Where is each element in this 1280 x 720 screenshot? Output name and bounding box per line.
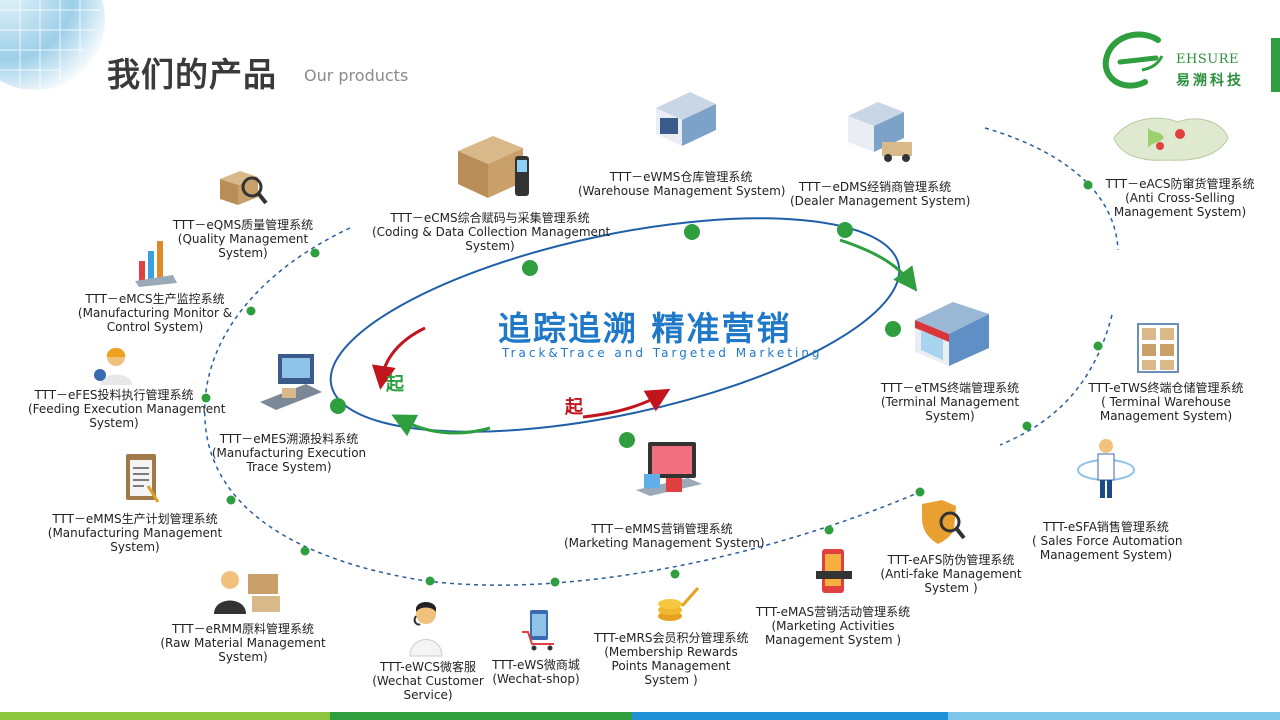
laptop-gift-icon (636, 442, 702, 496)
green-arrow-bottom (391, 414, 491, 437)
logo-chinese-name: 易溯科技 (1176, 73, 1244, 89)
bar-chart-monitor-icon (135, 241, 177, 287)
label-efes: TTT－eFES投料执行管理系统(Feeding Execution Manag… (28, 388, 226, 430)
logo-name: EHSURE (1176, 52, 1239, 67)
ehsure-logo-icon (1102, 31, 1164, 89)
operator-icon (94, 348, 132, 385)
sales-person-icon (1077, 439, 1135, 498)
page-subtitle: Our products (304, 66, 409, 85)
start-label-red: 起 (565, 397, 583, 418)
start-label-green: 起 (386, 374, 404, 395)
store-icon (915, 302, 989, 366)
center-title: 追踪追溯 精准营销 (498, 309, 792, 348)
shelf-boxes-icon (1137, 323, 1179, 373)
node-emas (824, 525, 834, 535)
red-arrow-left (371, 326, 426, 390)
node-emms-plan (226, 495, 236, 505)
label-emms-plan: TTT－eMMS生产计划管理系统(Manufacturing Managemen… (47, 512, 223, 554)
gold-coins-icon (658, 587, 700, 621)
red-arrow-right (582, 388, 671, 419)
bottom-bar-blue (632, 712, 948, 720)
node-eafs (915, 487, 925, 497)
right-dashed-arc-mid (999, 314, 1113, 446)
outer-dashed-arc (204, 227, 921, 586)
node-esfa (1022, 421, 1032, 431)
node-eacs (1083, 180, 1093, 190)
node-emrs (670, 569, 680, 579)
right-edge-bar (1271, 38, 1280, 92)
node-ecms (522, 260, 538, 276)
box-magnifier-icon (220, 171, 268, 205)
node-emcs (246, 306, 256, 316)
label-ewms: TTT－eWMS仓库管理系统(Warehouse Management Syst… (578, 170, 786, 198)
dealer-warehouse-icon (848, 102, 912, 162)
label-emms-mkt: TTT－eMMS营销管理系统(Marketing Management Syst… (564, 522, 765, 550)
node-etws (1093, 341, 1103, 351)
page-title: 我们的产品 (107, 55, 277, 94)
node-ewms (684, 224, 700, 240)
anti-fake-shield-icon (922, 500, 966, 544)
right-dashed-arc-top (984, 127, 1119, 251)
node-eqms (310, 248, 320, 258)
label-emcs: TTT－eMCS生产监控系统(Manufacturing Monitor &Co… (77, 292, 233, 334)
node-ermm (300, 546, 310, 556)
shopping-cart-icon (522, 610, 554, 651)
clipboard-icon (126, 454, 160, 503)
customer-service-icon (409, 602, 443, 657)
bottom-bar-light-green (0, 712, 330, 720)
production-line-icon (260, 354, 322, 410)
box-scanner-icon (458, 136, 529, 198)
node-ews (550, 577, 560, 587)
label-ecms: TTT－eCMS综合赋码与采集管理系统(Coding & Data Collec… (372, 211, 611, 253)
node-efes (201, 393, 211, 403)
label-ews: TTT-eWS微商城(Wechat-shop) (492, 658, 580, 686)
node-emms-mkt (619, 432, 635, 448)
green-arrow-top (839, 238, 918, 292)
center-subtitle: Track&Trace and Targeted Marketing (502, 346, 823, 360)
node-edms (837, 222, 853, 238)
bottom-bar-light-blue (948, 712, 1280, 720)
warehouse-icon (656, 92, 716, 146)
phone-campaign-icon (816, 549, 852, 593)
inner-ellipse (329, 217, 901, 433)
map-icon (1113, 117, 1229, 161)
node-emes (330, 398, 346, 414)
raw-material-icon (214, 571, 280, 614)
bottom-bar-dark-green (330, 712, 632, 720)
node-ewcs (425, 576, 435, 586)
globe-decoration (0, 0, 105, 90)
label-edms: TTT－eDMS经销商管理系统(Dealer Management System… (790, 180, 971, 208)
node-etms (885, 321, 901, 337)
